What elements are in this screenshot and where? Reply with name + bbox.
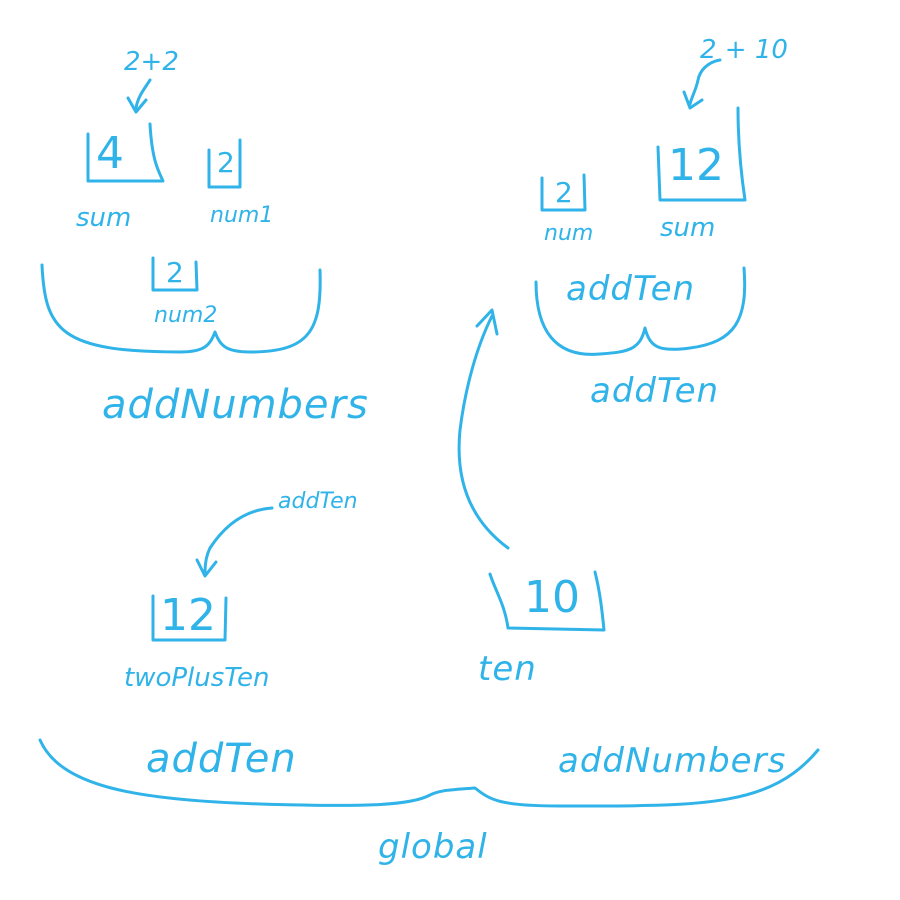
add-numbers-num1-value: 2 <box>217 146 235 179</box>
add-numbers-sum-box <box>86 122 165 183</box>
ten-box <box>488 570 606 632</box>
add-numbers-scope-label: addNumbers <box>102 382 369 428</box>
add-numbers-sum-value: 4 <box>96 128 124 179</box>
arrow-add-ten-to-two-plus-ten <box>203 506 274 574</box>
two-plus-ten-source-label: addTen <box>278 489 358 514</box>
add-numbers-sum-expression: 2+2 <box>124 47 179 77</box>
arrowhead-expression-to-add-ten-sum <box>682 90 704 110</box>
add-ten-scope-label: addTen <box>590 371 719 411</box>
add-ten-scope: 2 + 10 2 num 12 sum addTen addTen <box>534 35 788 411</box>
add-numbers-scope: 2+2 4 sum 2 num1 2 num2 addNumbers <box>40 47 369 428</box>
add-ten-num-box <box>540 173 587 212</box>
add-numbers-num2-box <box>151 256 199 292</box>
global-brace <box>38 738 820 808</box>
two-plus-ten-box <box>151 594 228 642</box>
arrow-expression-to-add-ten-sum <box>688 58 722 106</box>
arrowhead-add-ten-to-two-plus-ten <box>195 558 218 578</box>
arrow-ten-to-add-ten <box>457 314 510 550</box>
two-plus-ten-value: 12 <box>160 590 216 641</box>
add-ten-sum-value: 12 <box>668 140 724 191</box>
add-numbers-num2-value: 2 <box>166 256 184 289</box>
arrowhead-ten-to-add-ten <box>475 308 499 336</box>
add-numbers-sum-label: sum <box>76 203 131 233</box>
add-numbers-brace <box>40 263 322 354</box>
global-scope-label: global <box>378 827 488 867</box>
add-ten-sum-label: sum <box>660 213 715 243</box>
two-plus-ten-label: twoPlusTen <box>124 663 269 693</box>
ten-label: ten <box>478 649 537 689</box>
add-ten-num-value: 2 <box>555 176 573 209</box>
add-numbers-num1-box <box>207 138 242 189</box>
global-item-add-ten: addTen <box>146 736 297 782</box>
arrow-expression-to-sum <box>134 78 152 110</box>
add-ten-brace <box>534 266 747 356</box>
add-numbers-num1-label: num1 <box>210 203 273 228</box>
arrowhead-expression-to-sum <box>126 96 148 114</box>
add-ten-sum-box <box>656 106 747 202</box>
ten-value: 10 <box>524 572 580 623</box>
add-ten-inner-label: addTen <box>566 269 695 309</box>
add-numbers-num2-label: num2 <box>154 303 217 328</box>
add-ten-num-label: num <box>544 221 593 246</box>
global-scope: 12 twoPlusTen addTen 10 ten addTen addNu… <box>38 308 820 867</box>
global-item-add-numbers: addNumbers <box>558 741 786 781</box>
